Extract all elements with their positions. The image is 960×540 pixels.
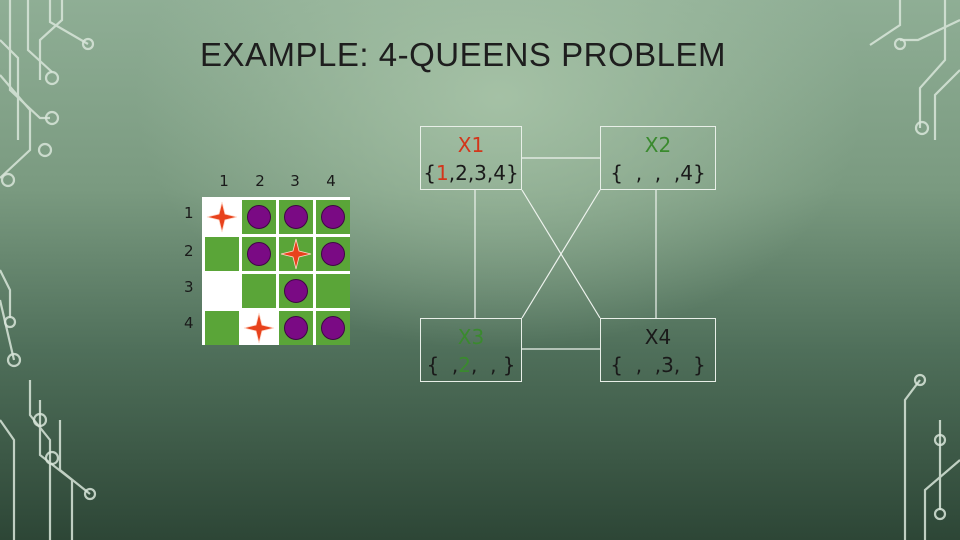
attacked-marker-icon <box>284 205 308 229</box>
board-cell-r3-c3 <box>279 274 313 308</box>
variable-name-x4: X4 <box>644 325 672 349</box>
board-cell-r1-c4 <box>316 200 350 234</box>
row-label-4: 4 <box>184 314 194 332</box>
col-label-4: 4 <box>326 172 336 190</box>
board-cell-r3-c4 <box>316 274 350 308</box>
board-cell-r1-c3 <box>279 200 313 234</box>
variable-name-x2: X2 <box>644 133 672 157</box>
variable-name-x3: X3 <box>457 325 485 349</box>
board-cell-r4-c2 <box>242 311 276 345</box>
variable-domain-x4: { , ,3, } <box>610 353 706 377</box>
variable-box-x4: X4 { , ,3, } <box>600 318 716 382</box>
variable-domain-x3: { ,2, , } <box>426 353 516 377</box>
attacked-marker-icon <box>247 242 271 266</box>
col-label-3: 3 <box>290 172 300 190</box>
board-cell-r3-c1 <box>205 274 239 308</box>
col-label-2: 2 <box>255 172 265 190</box>
board-cell-r4-c3 <box>279 311 313 345</box>
attacked-marker-icon <box>284 316 308 340</box>
variable-domain-x1: {1,2,3,4} <box>423 161 519 185</box>
attacked-marker-icon <box>247 205 271 229</box>
attacked-marker-icon <box>284 279 308 303</box>
variable-box-x1: X1 {1,2,3,4} <box>420 126 522 190</box>
board-cell-r2-c1 <box>205 237 239 271</box>
board-cell-r1-c2 <box>242 200 276 234</box>
board-cell-r1-c1 <box>205 200 239 234</box>
row-label-3: 3 <box>184 278 194 296</box>
variable-box-x3: X3 { ,2, , } <box>420 318 522 382</box>
variable-box-x2: X2 { , , ,4} <box>600 126 716 190</box>
board-cell-r3-c2 <box>242 274 276 308</box>
board-cell-r2-c3 <box>279 237 313 271</box>
board-cell-r4-c1 <box>205 311 239 345</box>
variable-domain-x2: { , , ,4} <box>610 161 706 185</box>
row-label-2: 2 <box>184 242 194 260</box>
board-cell-r4-c4 <box>316 311 350 345</box>
chess-board <box>202 197 350 345</box>
board-cell-r2-c4 <box>316 237 350 271</box>
variable-name-x1: X1 <box>457 133 485 157</box>
attacked-marker-icon <box>321 316 345 340</box>
queen-star-icon <box>280 238 312 270</box>
queen-star-icon <box>206 201 238 233</box>
board-cell-r2-c2 <box>242 237 276 271</box>
row-label-1: 1 <box>184 204 194 222</box>
attacked-marker-icon <box>321 242 345 266</box>
queen-star-icon <box>243 312 275 344</box>
col-label-1: 1 <box>219 172 229 190</box>
page-title: EXAMPLE: 4-QUEENS PROBLEM <box>200 36 726 73</box>
attacked-marker-icon <box>321 205 345 229</box>
